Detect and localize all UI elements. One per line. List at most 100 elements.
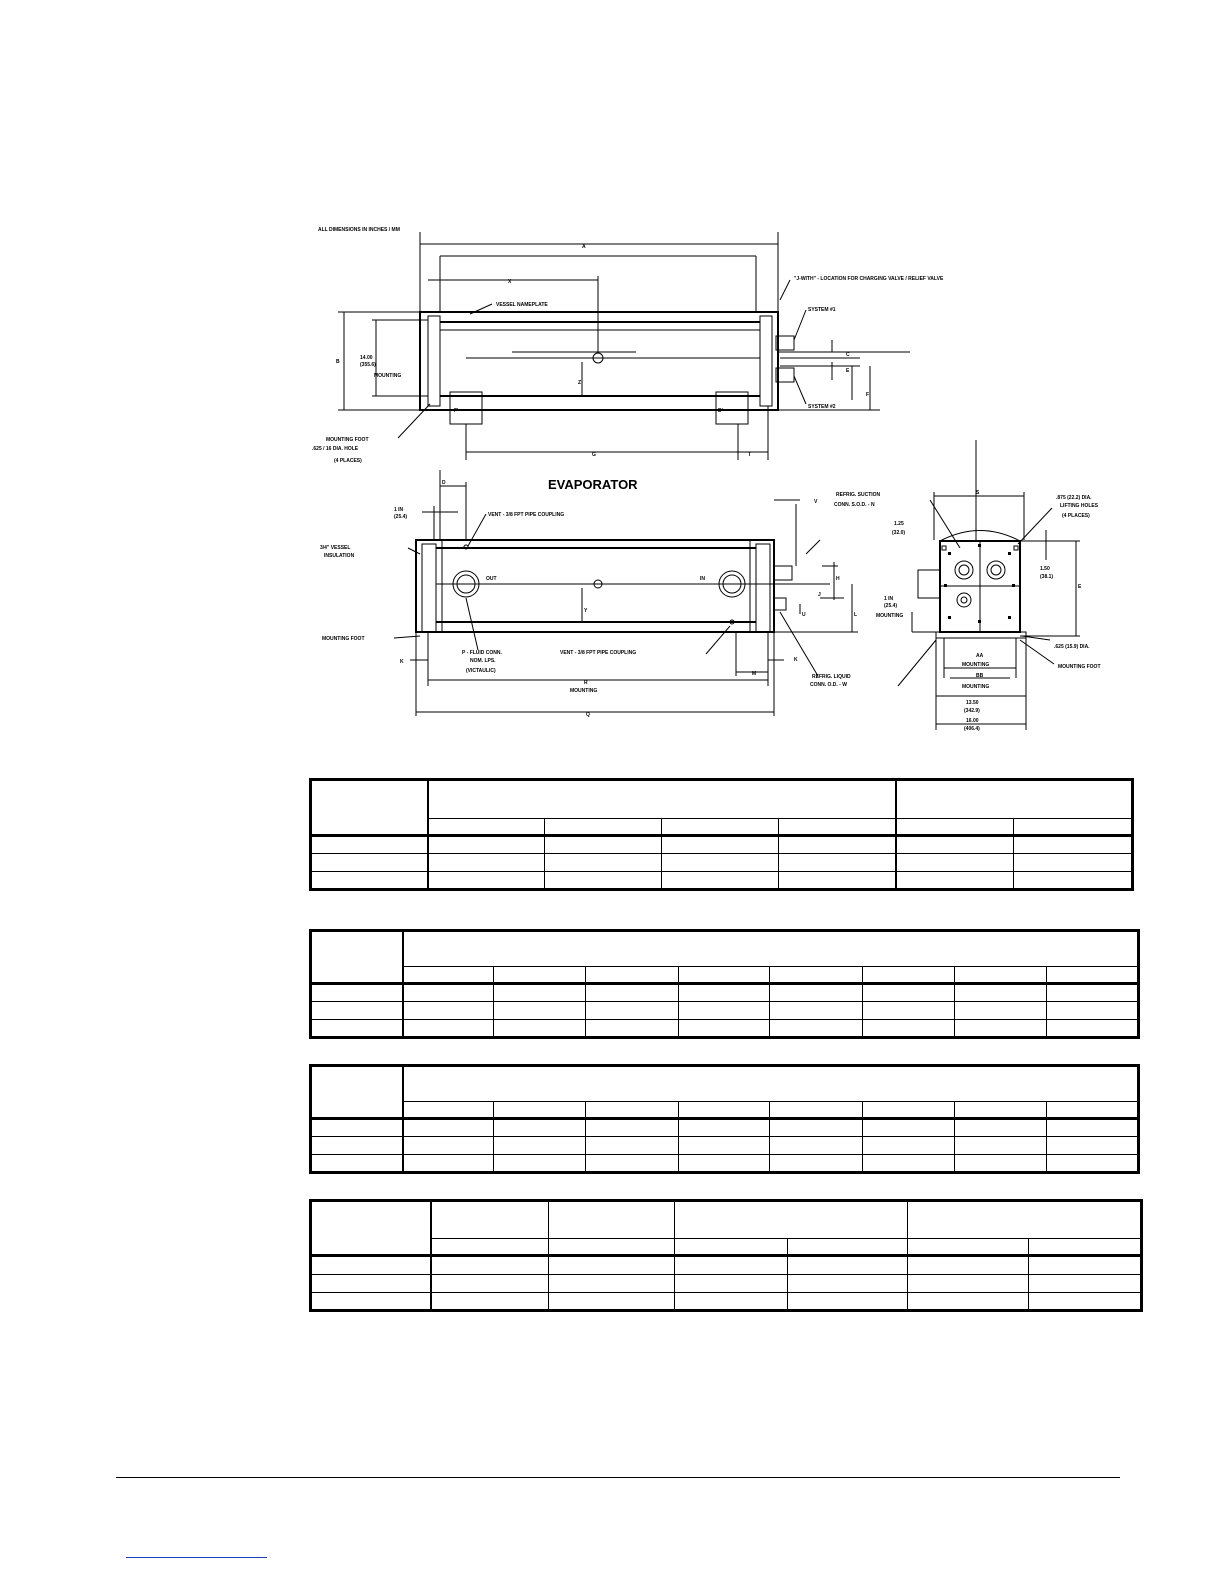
dim-z-label: Z [578, 380, 581, 386]
table-row [310, 983, 1139, 1002]
mounting-foot-label-3: (4 PLACES) [334, 458, 362, 464]
fluid-conn-2: NOM. LPS. [470, 658, 496, 664]
table-1-group-header [427, 779, 897, 819]
relief-valve-note: "J-WITH" - LOCATION FOR CHARGING VALVE /… [794, 276, 944, 282]
table-2-header-cell [310, 930, 404, 985]
table-row [310, 871, 1133, 890]
side-view [393, 470, 858, 716]
dim-f-label: F [866, 392, 869, 398]
system-2-label: SYSTEM #2 [808, 404, 836, 410]
dim-g-label: G [592, 452, 596, 458]
side-mounting-foot-label: MOUNTING FOOT [322, 636, 365, 642]
table-3-group-header [402, 1065, 1139, 1102]
table-1-subheader [778, 818, 897, 837]
foot-right-label: D' [718, 408, 723, 414]
dim-v-label: V [814, 499, 818, 505]
end-one-inch-2: (25.4) [884, 603, 897, 609]
vent-bottom-label: VENT - 3/8 FPT PIPE COUPLING [560, 650, 636, 656]
lifting-holes-2: LIFTING HOLES [1060, 503, 1099, 509]
fluid-conn-3: (VICTAULIC) [466, 668, 496, 674]
dim-d-label: D [442, 480, 446, 486]
end-view [897, 440, 1080, 730]
table-row [310, 1019, 1139, 1038]
dimension-table-4 [309, 1199, 1143, 1312]
lifting-holes-3: (4 PLACES) [1062, 513, 1090, 519]
end-side-dim-1: 1.50 [1040, 566, 1050, 572]
dim-t-label: T [748, 452, 751, 458]
end-side-dim-2: (38.1) [1040, 574, 1053, 580]
dim-j-label: J [818, 592, 821, 598]
mounting-dim-1: 14.00 [360, 355, 373, 361]
liquid-label-2: CONN. O.D. - W [810, 682, 847, 688]
dim-s-label: S [976, 490, 980, 496]
footer-rule [116, 1477, 1120, 1478]
mounting-foot-label-2: .625 / 16 DIA. HOLE [312, 446, 359, 452]
table-row [310, 1255, 1142, 1275]
table-4-group-header [674, 1199, 908, 1240]
table-row [310, 835, 1133, 854]
top-view [338, 232, 910, 460]
base-bb-1: BB [976, 673, 984, 679]
mounting-dim-3: MOUNTING [374, 373, 401, 379]
end-top-dim-2: (32.0) [892, 530, 905, 536]
dim-c-label: C [846, 352, 850, 358]
base-aa-2: MOUNTING [962, 662, 989, 668]
table-1-subheader [661, 818, 779, 837]
dim-x-label: X [508, 279, 512, 285]
vent-top-label: VENT - 3/8 FPT PIPE COUPLING [488, 512, 564, 518]
lifting-holes [941, 545, 1019, 551]
mounting-foot-label-1: MOUNTING FOOT [326, 437, 369, 443]
end-one-inch-1: 1 IN [884, 596, 894, 602]
table-1-header-cell [310, 779, 429, 837]
dim-e-label: E [846, 368, 850, 374]
suction-label-1: REFRIG. SUCTION [836, 492, 881, 498]
table-1-subheader [544, 818, 662, 837]
table-4-header-cell [310, 1199, 432, 1258]
end-dim-e-label: E [1078, 584, 1082, 590]
dim-h-label: H [836, 576, 840, 582]
end-top-dim-1: 1.25 [894, 521, 904, 527]
dim-m-label: M [752, 671, 756, 677]
table-4-group-header [907, 1199, 1142, 1240]
vessel-nameplate-label: VESSEL NAMEPLATE [496, 302, 548, 308]
table-4-group-header [430, 1199, 549, 1240]
base-overall-1: 16.00 [966, 718, 979, 724]
table-row [310, 853, 1133, 872]
drawing-title: EVAPORATOR [548, 477, 638, 492]
lifting-holes-1: .875 (22.2) DIA. [1056, 495, 1092, 501]
table-1-group-header [895, 779, 1133, 819]
in-label: IN [700, 576, 705, 582]
dim-q-label: Q [586, 712, 590, 718]
liquid-label-1: REFRIG. LIQUID [812, 674, 851, 680]
dim-a-label: A [582, 244, 586, 250]
dimension-table-3 [309, 1064, 1140, 1174]
table-row [310, 1001, 1139, 1020]
one-inch-2: (25.4) [394, 514, 407, 520]
table-row [310, 1154, 1139, 1173]
dim-k-right-label: K [794, 657, 798, 663]
footer-link-underline[interactable] [126, 1557, 267, 1558]
base-overall-2: (406.4) [964, 726, 980, 732]
table-2-group-header [402, 930, 1139, 967]
insulation-label-1: 3/4" VESSEL [320, 545, 350, 551]
table-1-subheader [1013, 818, 1133, 837]
evaporator-dimension-drawing: ALL DIMENSIONS IN INCHES / MM A X Z G T … [312, 227, 1101, 732]
dimension-table-1 [309, 778, 1134, 891]
table-4-group-header [548, 1199, 675, 1240]
dia-hole-label: .625 (15.9) DIA. [1054, 644, 1090, 650]
dim-r-mounting: MOUNTING [570, 688, 597, 694]
table-row [310, 1273, 1142, 1293]
dimension-table-2 [309, 929, 1140, 1039]
suction-label-2: CONN. S.O.D. - N [834, 502, 875, 508]
dim-u-label: U [802, 612, 806, 618]
one-inch-1: 1 IN [394, 507, 404, 513]
dim-b-label: B [336, 359, 340, 365]
table-row [310, 1136, 1139, 1155]
mounting-dim-2: (355.6) [360, 362, 376, 368]
base-width-2: (342.9) [964, 708, 980, 714]
foot-left-label: F' [454, 408, 458, 414]
base-width-1: 13.50 [966, 700, 979, 706]
dim-k-left-label: K [400, 659, 404, 665]
base-aa-1: AA [976, 653, 984, 659]
units-note: ALL DIMENSIONS IN INCHES / MM [318, 227, 400, 233]
